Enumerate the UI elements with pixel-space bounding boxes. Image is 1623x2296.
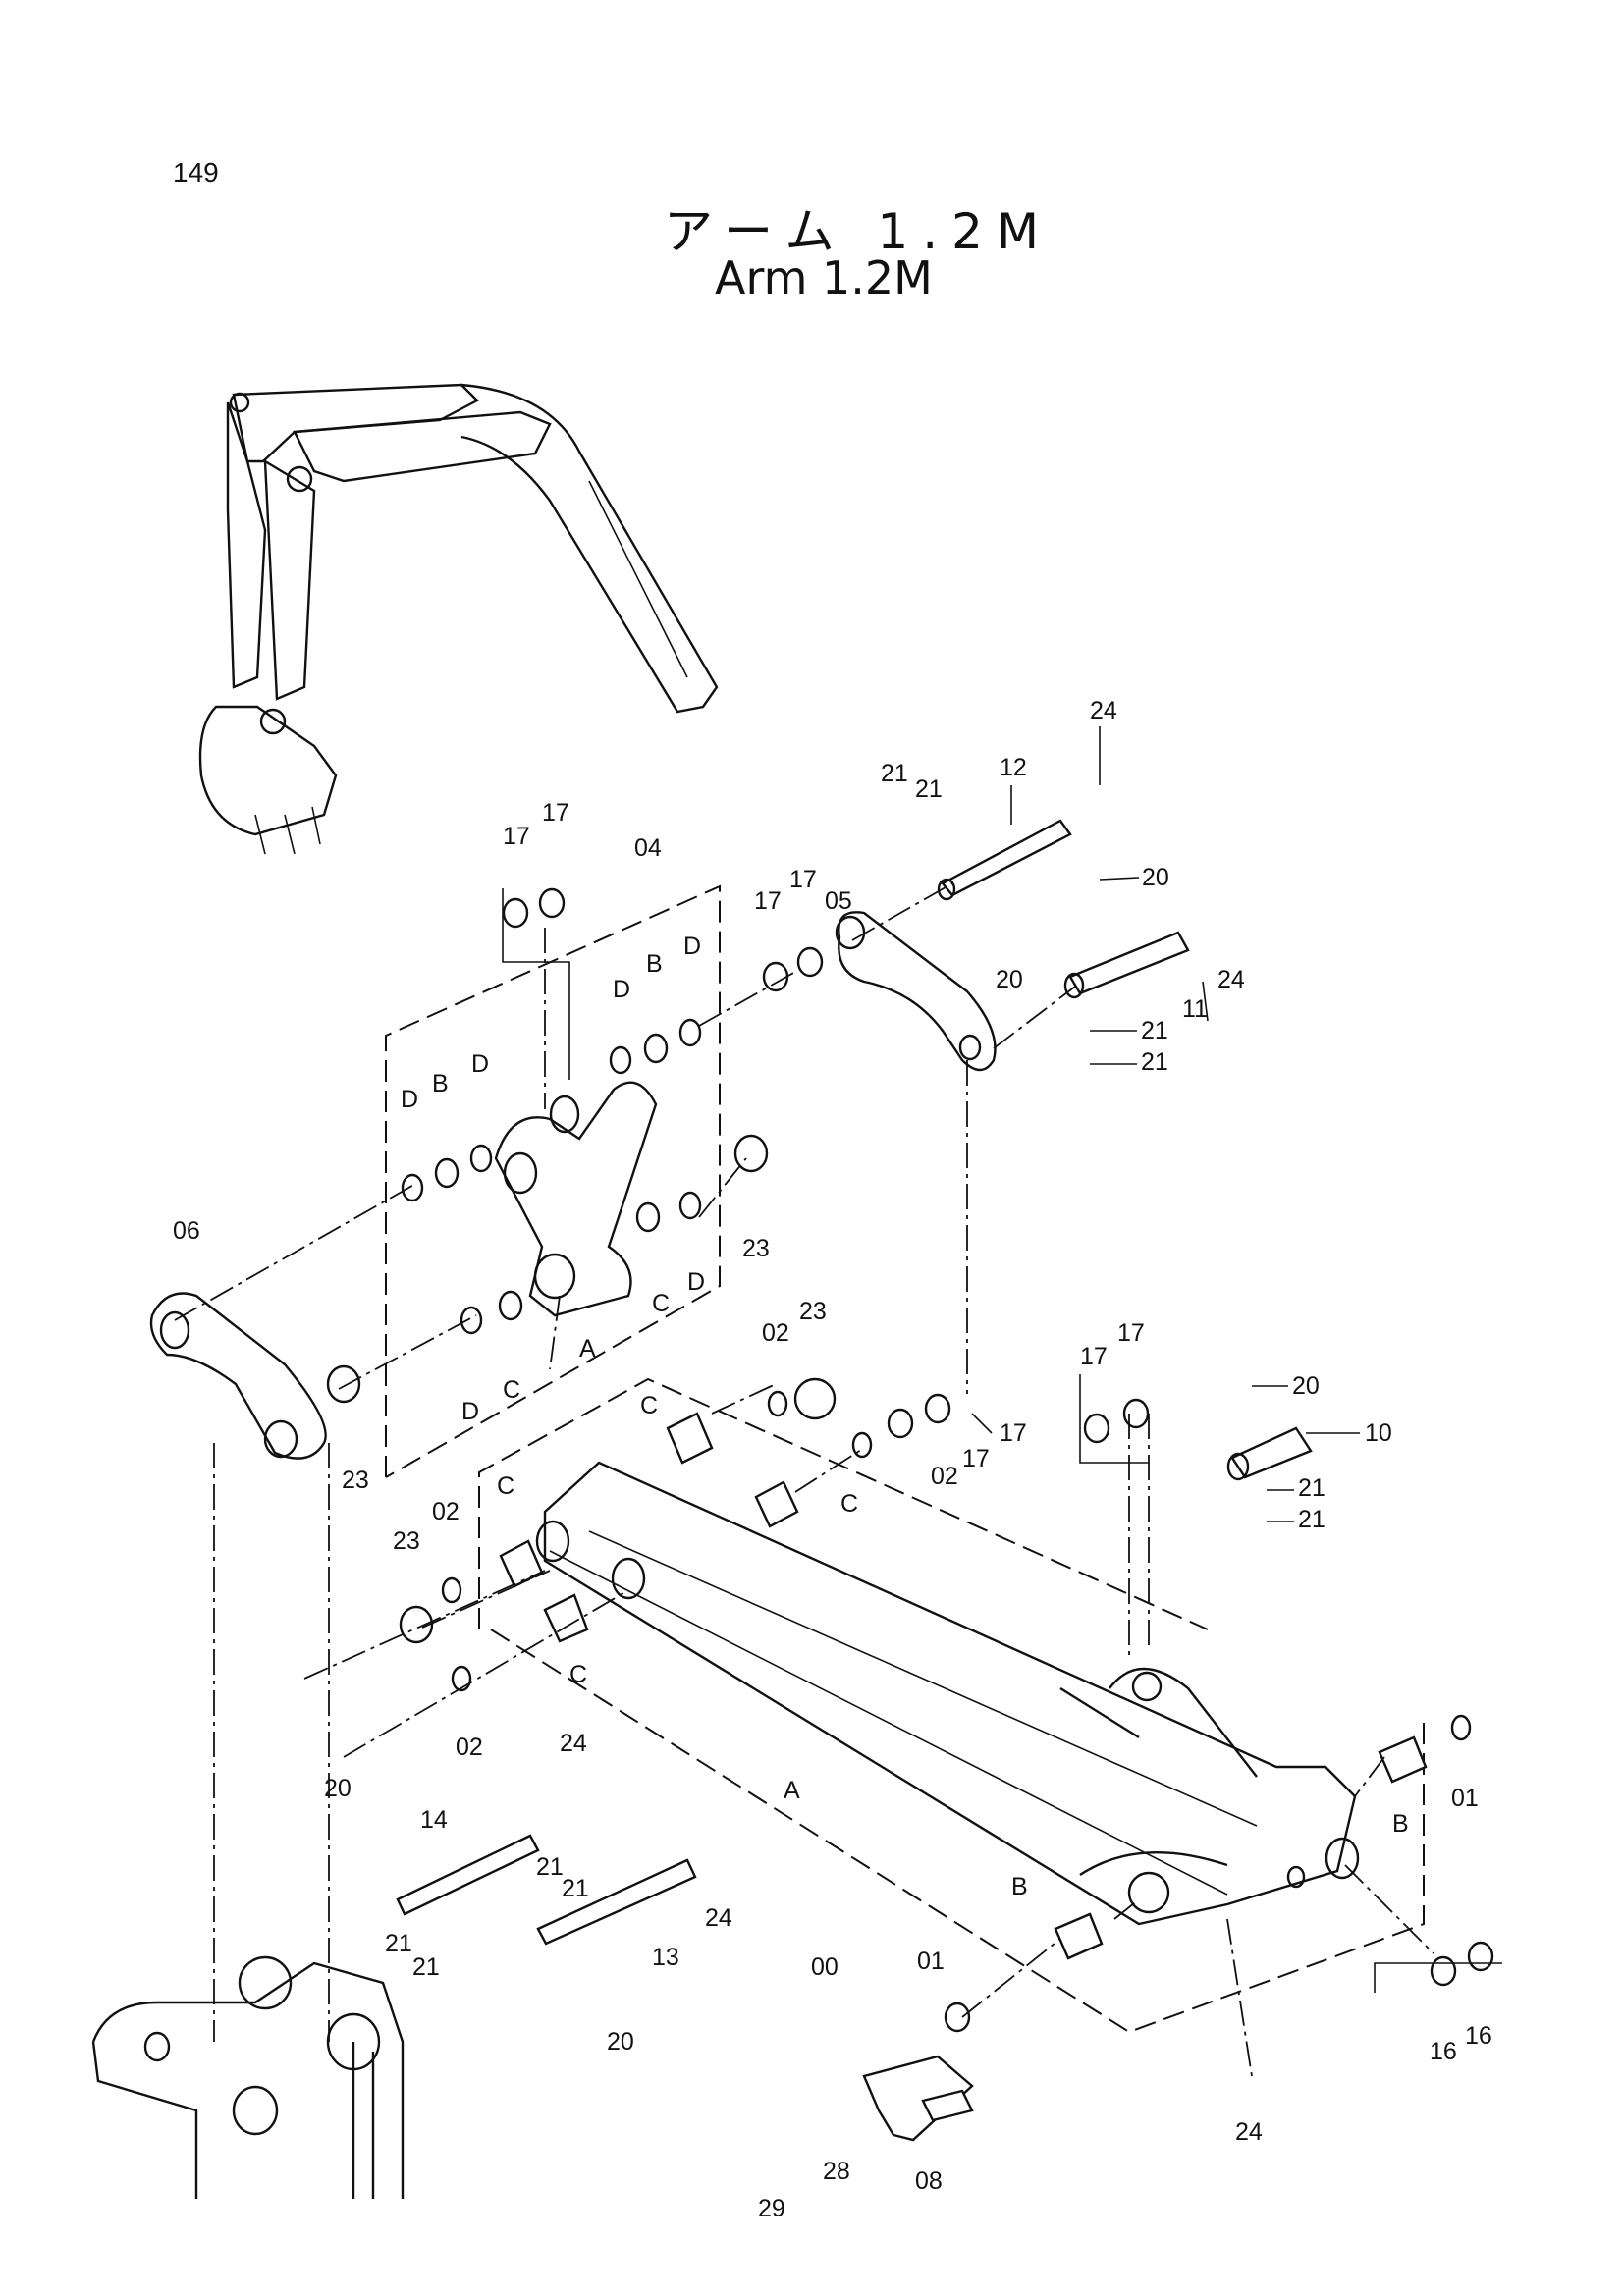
label-14: 14 <box>420 1806 448 1834</box>
label-17: 17 <box>1000 1419 1027 1447</box>
label-D: D <box>683 933 701 960</box>
label-17: 17 <box>1117 1319 1145 1347</box>
label-28: 28 <box>823 2158 850 2185</box>
label-D: D <box>471 1050 489 1078</box>
label-01: 01 <box>1451 1785 1479 1812</box>
label-08: 08 <box>915 2167 943 2195</box>
label-21: 21 <box>1141 1048 1168 1076</box>
label-17: 17 <box>789 866 817 893</box>
label-20: 20 <box>607 2028 634 2056</box>
label-C: C <box>569 1661 587 1688</box>
label-21: 21 <box>915 775 943 803</box>
label-D: D <box>687 1268 705 1296</box>
label-B: B <box>646 950 663 978</box>
pin-10 <box>1226 1426 1313 1481</box>
label-17: 17 <box>542 799 569 827</box>
title-english: Arm 1.2M <box>715 251 933 304</box>
label-C: C <box>503 1376 520 1404</box>
label-13: 13 <box>652 1944 679 1971</box>
label-D: D <box>401 1086 418 1113</box>
link-plate-06 <box>149 1292 327 1460</box>
label-20: 20 <box>996 966 1023 993</box>
label-21: 21 <box>1298 1506 1325 1533</box>
label-23: 23 <box>393 1527 420 1555</box>
page-number: 149 <box>173 157 219 187</box>
label-00: 00 <box>811 1953 839 1981</box>
link-plate-05 <box>835 911 997 1072</box>
label-17: 17 <box>754 887 782 915</box>
label-21: 21 <box>1298 1474 1325 1502</box>
pin-14 <box>396 1834 540 1916</box>
label-29: 29 <box>758 2195 785 2222</box>
pin-13 <box>536 1858 697 1946</box>
label-05: 05 <box>825 887 852 915</box>
label-B: B <box>432 1070 449 1097</box>
label-02: 02 <box>432 1498 460 1525</box>
pin-08 <box>862 2055 974 2142</box>
arm-body <box>535 1461 1360 1926</box>
label-D: D <box>613 976 630 1003</box>
label-D: D <box>461 1398 479 1425</box>
label-17: 17 <box>1080 1343 1108 1370</box>
label-16: 16 <box>1465 2022 1492 2050</box>
label-24: 24 <box>560 1730 587 1757</box>
bushings-and-seals <box>326 887 1494 2033</box>
label-C: C <box>497 1472 514 1500</box>
label-B: B <box>1392 1810 1409 1838</box>
label-C: C <box>640 1392 658 1419</box>
pin-12 <box>937 819 1072 901</box>
label-C: C <box>652 1290 670 1317</box>
label-21: 21 <box>536 1853 564 1881</box>
label-16: 16 <box>1430 2038 1457 2065</box>
label-20: 20 <box>324 1775 352 1802</box>
label-20: 20 <box>1292 1372 1320 1400</box>
label-24: 24 <box>1217 966 1245 993</box>
label-02: 02 <box>931 1463 958 1490</box>
label-01: 01 <box>917 1948 945 1975</box>
label-02: 02 <box>456 1734 483 1761</box>
leader-lines <box>502 726 1502 1993</box>
label-21: 21 <box>412 1953 440 1981</box>
excavator-overview-illustration <box>198 383 719 855</box>
label-A: A <box>784 1777 800 1804</box>
label-10: 10 <box>1365 1419 1392 1447</box>
label-24: 24 <box>705 1904 732 1932</box>
label-23: 23 <box>342 1467 369 1494</box>
label-B: B <box>1011 1873 1028 1900</box>
label-A: A <box>579 1335 596 1362</box>
label-21: 21 <box>562 1875 589 1902</box>
label-17: 17 <box>503 823 530 850</box>
label-23: 23 <box>799 1298 827 1325</box>
label-21: 21 <box>385 1930 412 1957</box>
label-24: 24 <box>1235 2118 1263 2146</box>
label-23: 23 <box>742 1235 770 1262</box>
label-11: 11 <box>1182 995 1208 1023</box>
boom-end-illustration <box>91 1955 405 2199</box>
label-02: 02 <box>762 1319 789 1347</box>
label-04: 04 <box>634 834 662 862</box>
assembly-lines <box>174 882 1434 2077</box>
label-21: 21 <box>881 760 908 787</box>
arm-group-outline <box>478 1377 1425 2034</box>
title-japanese: アーム 1.2M <box>664 203 1054 260</box>
label-C: C <box>840 1490 858 1518</box>
pin-11 <box>1063 931 1190 999</box>
part-labels: 24 21 21 12 17 17 04 17 17 05 20 20 24 1… <box>173 697 1492 2222</box>
label-17: 17 <box>962 1445 990 1472</box>
link-assembly-04 <box>385 884 721 1478</box>
label-24: 24 <box>1090 697 1117 724</box>
label-12: 12 <box>1000 754 1027 781</box>
label-06: 06 <box>173 1217 200 1245</box>
label-20: 20 <box>1142 864 1169 891</box>
label-21: 21 <box>1141 1017 1168 1044</box>
